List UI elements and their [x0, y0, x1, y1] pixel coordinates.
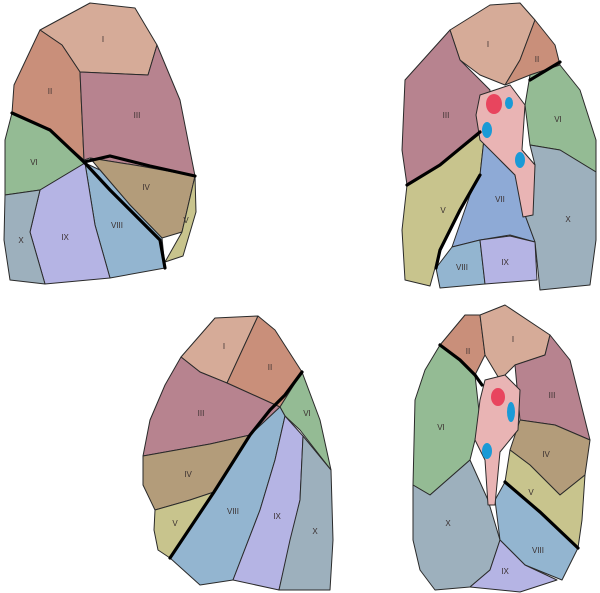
segment-label: VIII	[111, 221, 123, 230]
fissure-line	[434, 173, 482, 270]
segment-label: II	[48, 87, 52, 96]
segment-label: I	[512, 335, 514, 344]
segment-label: V	[528, 488, 534, 497]
fissure-line	[10, 111, 167, 270]
segment-V	[164, 175, 197, 263]
segment-label: V	[183, 216, 189, 225]
lung-bottom-middle: I II III VI IV V VIII IX X	[142, 315, 334, 591]
segment-VIII	[435, 239, 486, 289]
segment-IX	[479, 235, 538, 285]
segment-label: IX	[61, 233, 69, 242]
segment-label: III	[198, 409, 205, 418]
lung-top-left: I II III VI IV V VIII IX X	[3, 2, 197, 285]
segment-IX	[469, 539, 558, 593]
pulmonary-vein	[482, 443, 492, 459]
segment-label: IV	[184, 470, 192, 479]
segment-label: II	[466, 347, 470, 356]
segment-label: IX	[501, 567, 509, 576]
segment-label: IX	[273, 512, 281, 521]
segment-label: X	[445, 519, 451, 528]
pulmonary-artery	[491, 388, 505, 406]
segment-X	[278, 435, 334, 591]
segment-label: X	[312, 527, 318, 536]
segment-label: VIII	[532, 546, 544, 555]
segment-label: VI	[554, 115, 562, 124]
segment-label: X	[565, 215, 571, 224]
segment-label: V	[440, 206, 446, 215]
segment-label: IX	[501, 258, 509, 267]
segment-label: II	[268, 363, 272, 372]
segment-label: III	[134, 111, 141, 120]
fissure-line	[82, 154, 197, 178]
segment-label: I	[102, 35, 104, 44]
segment-label: II	[535, 55, 539, 64]
pulmonary-vein	[507, 402, 515, 422]
fissure-line	[168, 370, 304, 560]
lung-top-right: I II III VI V VII X VIII IX	[401, 2, 597, 291]
segment-label: VII	[495, 195, 505, 204]
segment-label: X	[18, 236, 24, 245]
fissure-line	[528, 60, 562, 82]
segment-label: III	[549, 391, 556, 400]
segment-label: VI	[437, 423, 445, 432]
fissure-line	[503, 480, 580, 550]
segment-label: VI	[30, 158, 38, 167]
lung-bottom-right: II I III VI IV V X VIII IX	[412, 304, 591, 593]
segment-label: III	[443, 111, 450, 120]
segment-label: I	[223, 342, 225, 351]
segment-label: VI	[303, 409, 311, 418]
segment-label: V	[172, 519, 178, 528]
segment-label: VIII	[456, 263, 468, 272]
segment-label: I	[487, 40, 489, 49]
segment-X	[3, 189, 46, 285]
segment-label: IV	[542, 450, 550, 459]
pulmonary-vein	[515, 152, 525, 168]
pulmonary-vein	[505, 97, 513, 109]
segment-label: VIII	[227, 507, 239, 516]
segment-label: IV	[142, 183, 150, 192]
pulmonary-vein	[482, 122, 492, 138]
pulmonary-artery	[486, 94, 502, 114]
fissure-line	[405, 130, 482, 187]
fissure-line	[438, 343, 484, 387]
hilum	[475, 84, 536, 218]
